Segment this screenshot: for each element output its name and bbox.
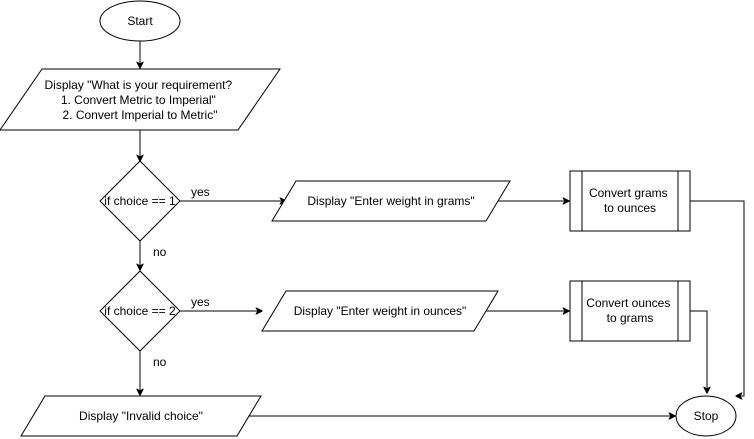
prompt-line-1: Display "What is your requirement? xyxy=(44,78,232,92)
convert-ounces-node: Convert ounces to grams xyxy=(569,280,691,342)
convert-grams-line-1: Convert grams xyxy=(589,186,668,200)
invalid-label: Display "Invalid choice" xyxy=(79,409,203,423)
convert-grams-line-2: to ounces xyxy=(604,201,656,215)
edge-convert-g2oz-to-stop xyxy=(690,200,745,396)
input-ounces-node: Display "Enter weight in ounces" xyxy=(261,290,499,332)
convert-ounces-line-2: to grams xyxy=(607,311,654,325)
prompt-text: Display "What is your requirement? 1. Co… xyxy=(44,78,235,122)
edge-label-no-1: no xyxy=(153,245,167,259)
edge-convert-oz2g-to-stop xyxy=(690,310,707,393)
input-grams-node: Display "Enter weight in grams" xyxy=(271,180,511,222)
convert-ounces-text: Convert ounces to grams xyxy=(586,296,673,325)
start-label: Start xyxy=(127,14,153,28)
stop-node: Stop xyxy=(675,395,737,437)
prompt-line-2: 1. Convert Metric to Imperial" xyxy=(61,93,216,107)
edges xyxy=(140,41,745,416)
decision-2-label: if choice == 2 xyxy=(104,304,176,318)
convert-ounces-line-1: Convert ounces xyxy=(586,296,670,310)
edge-label-yes-1: yes xyxy=(191,185,210,199)
decision-2-node: if choice == 2 xyxy=(99,270,181,352)
edge-label-yes-2: yes xyxy=(191,295,210,309)
decision-1-node: if choice == 1 xyxy=(99,160,181,242)
prompt-node: Display "What is your requirement? 1. Co… xyxy=(0,68,281,131)
convert-grams-node: Convert grams to ounces xyxy=(569,170,691,232)
decision-1-label: if choice == 1 xyxy=(104,194,176,208)
stop-label: Stop xyxy=(694,409,719,423)
invalid-node: Display "Invalid choice" xyxy=(20,395,262,437)
input-ounces-label: Display "Enter weight in ounces" xyxy=(294,304,467,318)
edge-label-no-2: no xyxy=(153,355,167,369)
start-node: Start xyxy=(99,0,181,42)
input-grams-label: Display "Enter weight in grams" xyxy=(307,194,474,208)
convert-grams-text: Convert grams to ounces xyxy=(589,186,671,215)
prompt-line-3: 2. Convert Imperial to Metric" xyxy=(63,108,218,122)
